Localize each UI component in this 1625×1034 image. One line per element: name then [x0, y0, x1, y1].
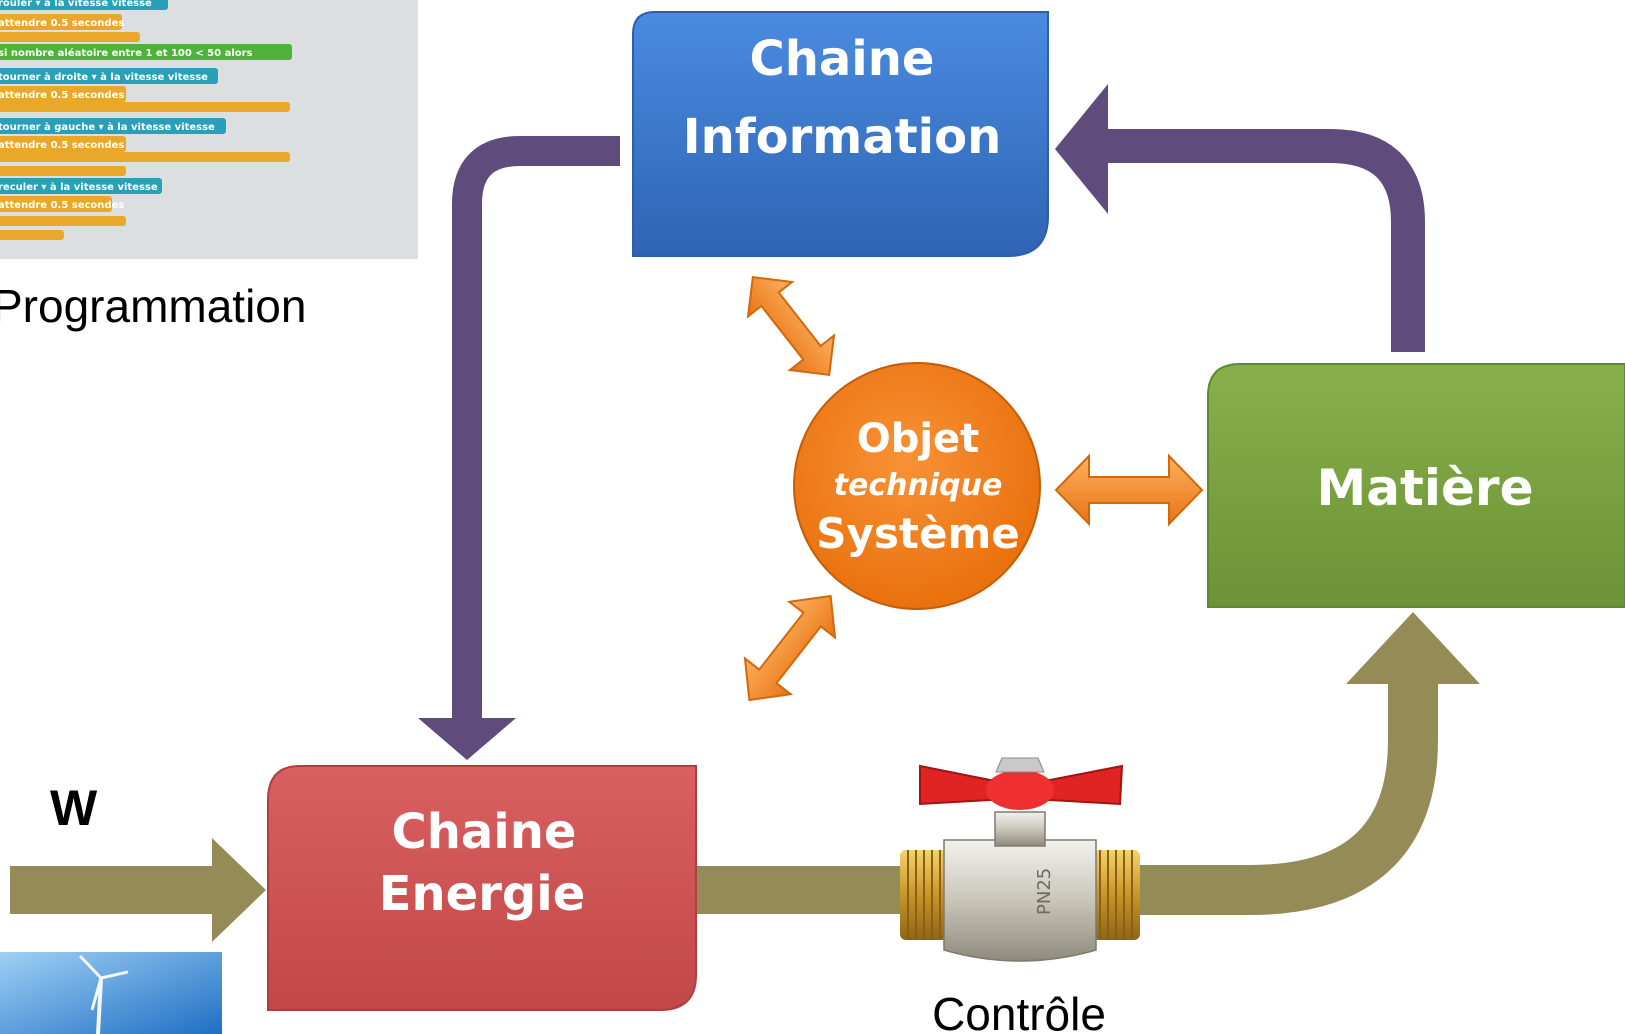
program-block-label: tourner à gauche ▾ à la vitesse vitesse: [0, 121, 215, 133]
chaine-energie-line1: Chaine: [392, 804, 577, 860]
program-block-bar: [0, 152, 290, 162]
program-block-bar: [0, 230, 64, 240]
orange-double-arrow-top: [746, 276, 836, 376]
info-to-energie-arrow: [418, 136, 620, 760]
energie-to-matiere-arrow: [697, 612, 1480, 915]
matiere-label: Matière: [1316, 459, 1533, 517]
wind-turbine-icon: [0, 952, 222, 1034]
objet-line2: technique: [834, 468, 1003, 503]
program-block-bar: [0, 102, 290, 112]
controle-label: Contrôle: [932, 988, 1106, 1034]
program-block: [0, 0, 168, 10]
program-block: [0, 14, 122, 30]
program-block: [0, 44, 292, 60]
ball-valve-icon: PN25: [900, 757, 1140, 962]
program-block-label: rouler ▾ à la vitesse vitesse: [0, 0, 152, 9]
program-block-label: si nombre aléatoire entre 1 et 100 < 50 …: [0, 47, 253, 59]
program-block-label: attendre 0.5 secondes: [0, 140, 124, 151]
program-block-bar: [0, 32, 140, 42]
objet-line3: Système: [816, 509, 1019, 558]
chaine-energie-box: Chaine Energie: [267, 765, 697, 1011]
program-block-bar: [0, 216, 126, 226]
program-block-label: attendre 0.5 secondes: [0, 90, 124, 101]
objet-line1: Objet: [857, 416, 980, 462]
orange-double-arrow-right: [1054, 453, 1204, 527]
w-input-arrow: [10, 838, 266, 942]
program-block: [0, 178, 162, 194]
program-block: [0, 196, 112, 212]
program-block: [0, 86, 126, 102]
w-label: W: [50, 780, 98, 836]
orange-double-arrow-bottom: [743, 594, 837, 702]
program-block-bar: [0, 166, 126, 176]
program-blocks: rouler ▾ à la vitesse vitesse attendre 0.…: [0, 0, 292, 240]
programming-screenshot: rouler ▾ à la vitesse vitesse attendre 0.…: [0, 0, 418, 259]
program-block-label: tourner à droite ▾ à la vitesse vitesse: [0, 71, 208, 83]
programmation-label: Programmation: [0, 280, 306, 332]
chaine-information-box: Chaine Information: [632, 11, 1049, 257]
program-block: [0, 68, 218, 84]
program-block-label: attendre 0.5 secondes: [0, 200, 124, 211]
matiere-to-info-arrow: [1055, 84, 1425, 352]
objet-technique-circle: Objet technique Système: [793, 362, 1041, 610]
svg-text:PN25: PN25: [1034, 868, 1055, 915]
program-block: [0, 118, 226, 134]
matiere-box: Matière: [1207, 363, 1625, 608]
chaine-energie-line2: Energie: [379, 866, 586, 922]
program-block-label: reculer ▾ à la vitesse vitesse: [0, 181, 158, 193]
chaine-information-line1: Chaine: [750, 31, 935, 87]
program-block: [0, 136, 126, 152]
chaine-information-line2: Information: [683, 109, 1002, 165]
program-block-label: attendre 0.5 secondes: [0, 18, 124, 29]
